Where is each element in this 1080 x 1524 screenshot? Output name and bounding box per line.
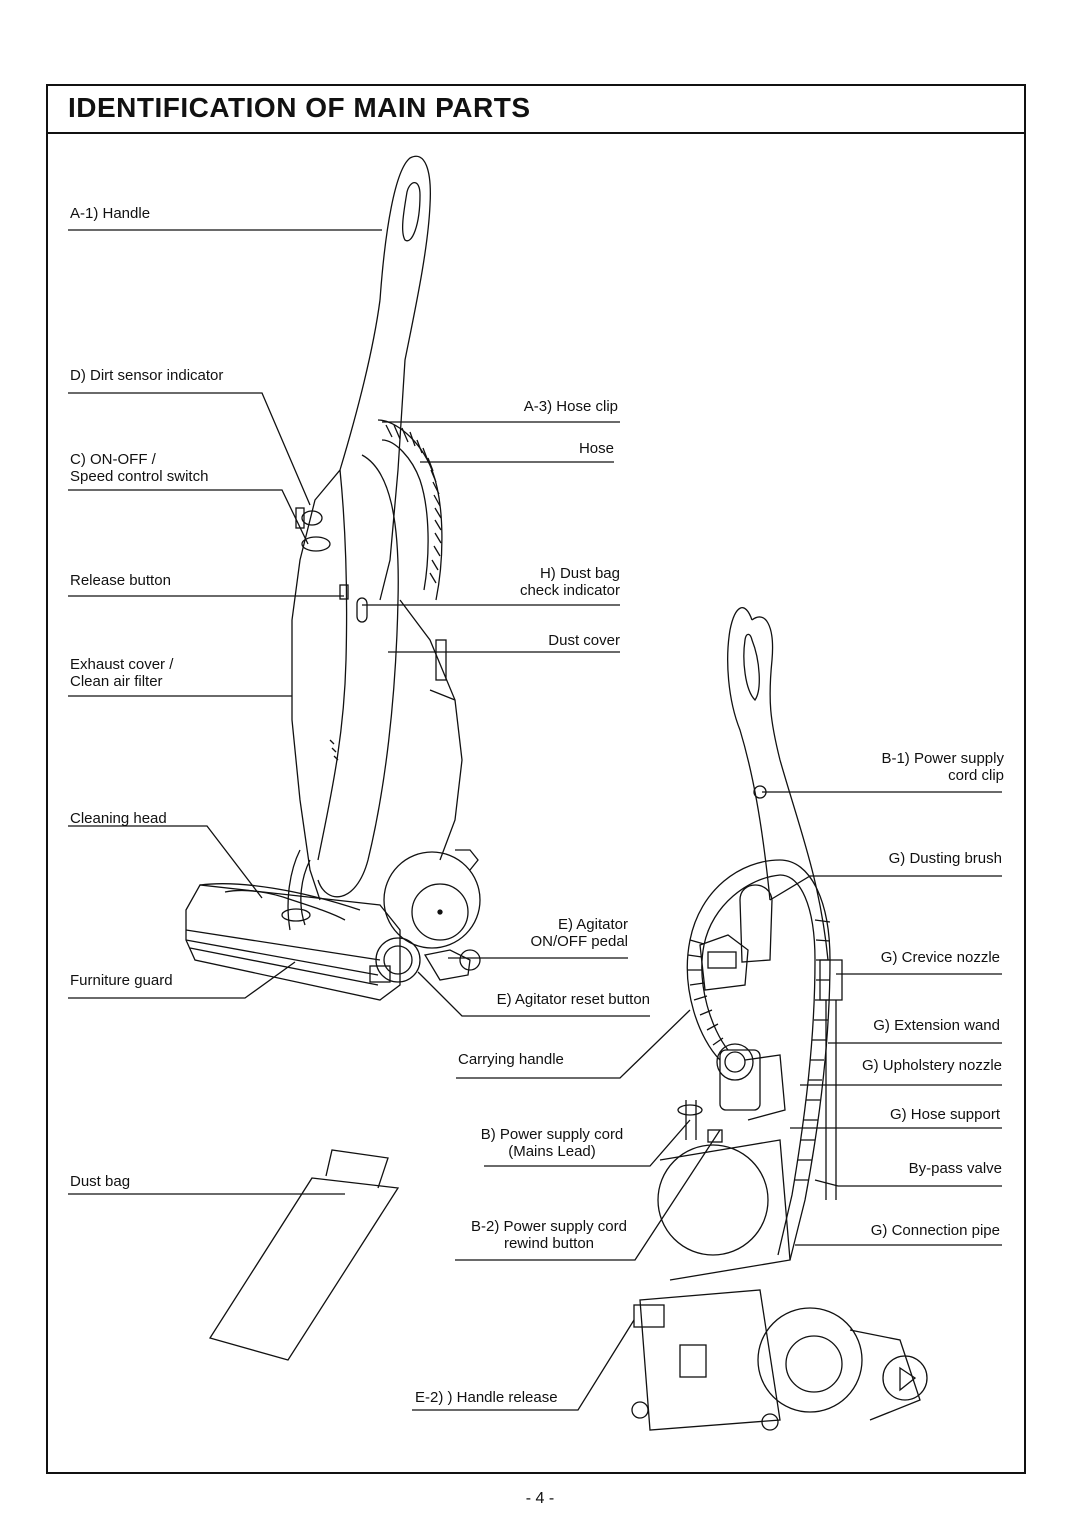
label-upholstery-nozzle: G) Upholstery nozzle bbox=[861, 1057, 1002, 1074]
label-power-supply-cord: B) Power supply cord (Mains Lead) bbox=[480, 1126, 624, 1160]
label-on-off-speed-switch: C) ON-OFF / Speed control switch bbox=[70, 451, 209, 485]
page-number: - 4 - bbox=[525, 1490, 555, 1507]
label-dust-bag-check-indicator: H) Dust bag check indicator bbox=[519, 565, 620, 599]
label-cleaning-head: Cleaning head bbox=[70, 810, 167, 827]
label-carrying-handle: Carrying handle bbox=[458, 1051, 564, 1068]
vacuum-front-illustration bbox=[185, 155, 481, 1001]
dust-bag-illustration bbox=[208, 1149, 400, 1361]
label-dust-cover: Dust cover bbox=[548, 632, 620, 649]
leader-lines bbox=[68, 229, 1002, 1411]
label-extension-wand: G) Extension wand bbox=[873, 1017, 1000, 1034]
label-hose: Hose bbox=[578, 440, 614, 457]
label-dust-bag: Dust bag bbox=[70, 1173, 131, 1190]
label-dusting-brush: G) Dusting brush bbox=[888, 850, 1002, 867]
page-frame: IDENTIFICATION OF MAIN PARTS bbox=[46, 84, 1026, 1474]
label-handle: A-1) Handle bbox=[70, 205, 151, 222]
label-exhaust-cover: Exhaust cover / Clean air filter bbox=[70, 656, 174, 690]
label-hose-clip: A-3) Hose clip bbox=[523, 398, 618, 415]
label-agitator-pedal: E) Agitator ON/OFF pedal bbox=[530, 916, 628, 950]
page-title: IDENTIFICATION OF MAIN PARTS bbox=[68, 92, 531, 123]
label-furniture-guard: Furniture guard bbox=[70, 972, 173, 989]
label-hose-support: G) Hose support bbox=[889, 1106, 1000, 1123]
label-dirt-sensor-indicator: D) Dirt sensor indicator bbox=[70, 367, 224, 384]
label-connection-pipe: G) Connection pipe bbox=[870, 1222, 1000, 1239]
label-agitator-reset-button: E) Agitator reset button bbox=[496, 991, 650, 1008]
label-rewind-button: B-2) Power supply cord rewind button bbox=[471, 1218, 627, 1252]
label-power-supply-cord-clip: B-1) Power supply cord clip bbox=[881, 750, 1004, 784]
title-bar: IDENTIFICATION OF MAIN PARTS bbox=[48, 86, 1024, 134]
label-handle-release: E-2) ) Handle release bbox=[415, 1389, 558, 1406]
label-release-button: Release button bbox=[70, 572, 171, 589]
label-bypass-valve: By-pass valve bbox=[908, 1160, 1002, 1177]
label-crevice-nozzle: G) Crevice nozzle bbox=[880, 949, 1000, 966]
